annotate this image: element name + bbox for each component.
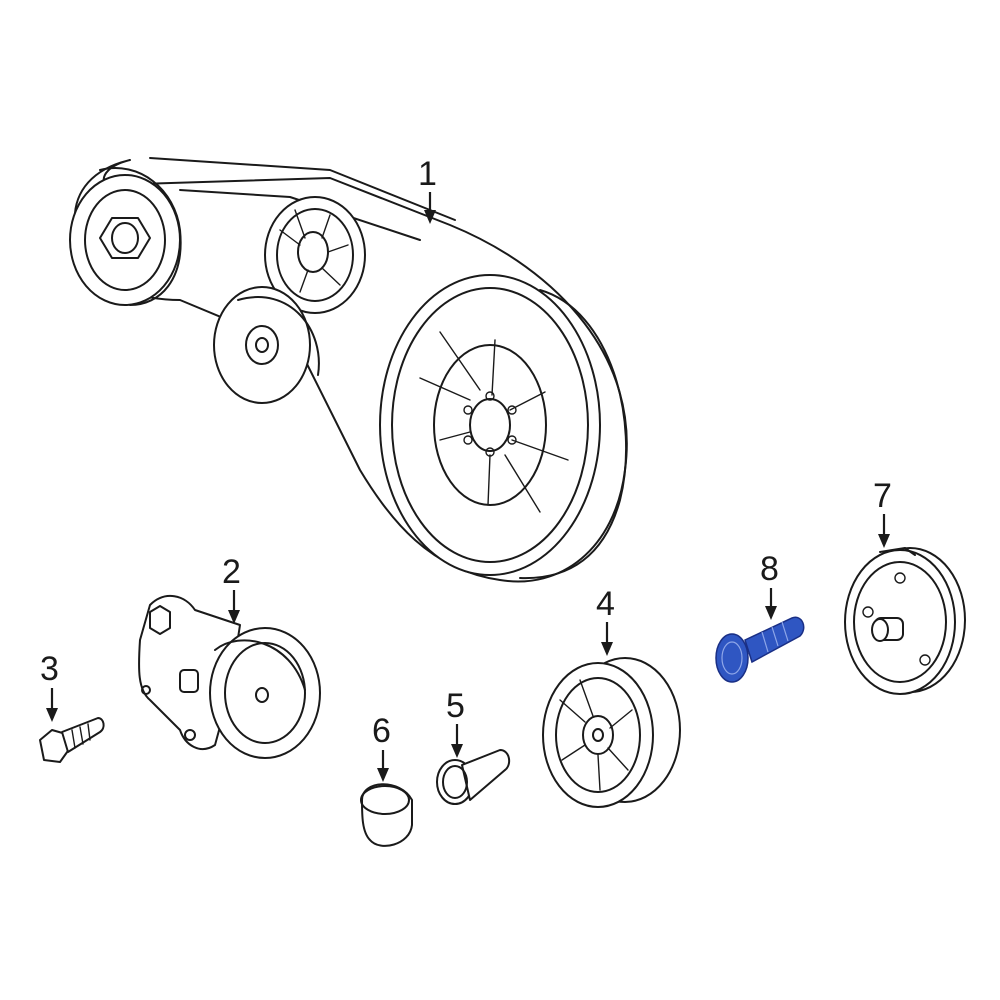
callout-7: 7 [873, 477, 892, 548]
callout-2: 2 [222, 553, 241, 624]
callout-1: 1 [418, 155, 437, 224]
callout-4: 4 [596, 585, 615, 656]
callout-6: 6 [372, 712, 391, 782]
callout-label: 2 [222, 553, 241, 591]
part-1-belt-assembly[interactable] [69, 157, 628, 583]
part-5-bolt[interactable] [436, 749, 511, 805]
callout-5: 5 [446, 687, 465, 758]
callout-label: 8 [760, 550, 779, 588]
part-7-pulley[interactable] [844, 547, 966, 695]
part-3-bolt[interactable] [39, 717, 105, 763]
callout-8: 8 [760, 550, 779, 620]
part-8-bolt-highlighted[interactable] [715, 616, 805, 683]
callout-3: 3 [40, 650, 59, 722]
callout-label: 4 [596, 585, 615, 623]
callout-label: 3 [40, 650, 59, 688]
callout-label: 5 [446, 687, 465, 725]
callout-label: 7 [873, 477, 892, 515]
part-2-tensioner[interactable] [138, 595, 321, 759]
callout-label: 1 [418, 155, 437, 193]
callout-label: 6 [372, 712, 391, 750]
part-4-idler-pulley[interactable] [542, 657, 681, 808]
part-6-cap[interactable] [360, 783, 413, 847]
